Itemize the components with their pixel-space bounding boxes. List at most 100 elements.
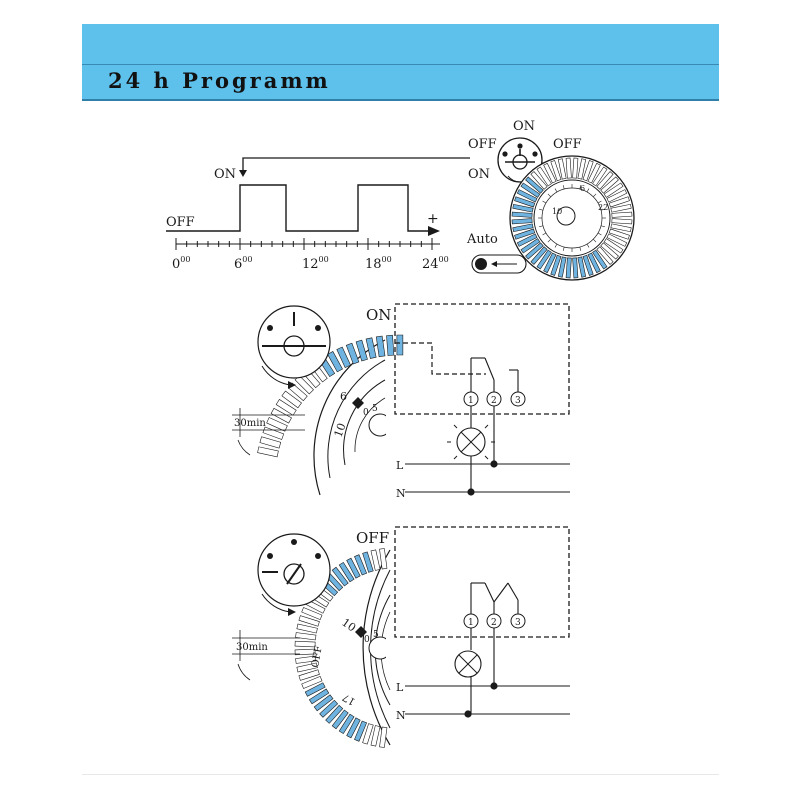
dial-segment <box>379 726 388 748</box>
dial-segment <box>596 171 614 190</box>
dial-segment <box>572 157 579 179</box>
dial-segment <box>592 166 608 187</box>
dial-segment <box>577 158 587 180</box>
dial-off-arc-label: OFF <box>310 645 325 669</box>
dial-segment <box>338 713 355 735</box>
dial-tick <box>593 193 597 197</box>
auto-switch: Auto <box>466 232 527 274</box>
dial-segment <box>298 669 320 681</box>
dial-segment <box>259 436 282 449</box>
dial-on-number-10: 10 <box>332 421 349 439</box>
dial-segment <box>346 717 361 739</box>
dial-tick <box>547 193 551 197</box>
dial-segment <box>596 246 614 265</box>
dial-segment <box>582 160 594 182</box>
dial-tick <box>586 188 590 193</box>
line-label-off: L <box>396 681 404 694</box>
dial-segment <box>572 257 579 279</box>
dial-segment <box>266 417 288 432</box>
dial-segment <box>346 557 361 579</box>
dial-segment <box>550 160 562 182</box>
tick-label-24: 2400 <box>422 255 449 272</box>
dial-segment <box>331 566 349 587</box>
dial-segment <box>512 203 534 213</box>
dial-segment <box>327 351 343 373</box>
switch-off-right-label: OFF <box>553 137 582 152</box>
dial-segment <box>298 615 320 627</box>
switch-on-left-label: ON <box>468 167 490 182</box>
line-label-on: L <box>396 459 404 472</box>
interval-label-on: 30min <box>234 418 266 429</box>
dial-segment <box>296 623 318 634</box>
neutral-label-off: N <box>396 709 406 722</box>
dial-tick <box>579 185 582 190</box>
on-arrow-head <box>239 170 247 177</box>
dial-segment <box>294 640 316 648</box>
auto-label: Auto <box>466 232 498 247</box>
tick-label-0: 000 <box>172 255 190 272</box>
dial-tick <box>542 200 547 204</box>
dial-segment <box>592 249 608 270</box>
dial-tick <box>597 200 602 204</box>
dial-segment <box>375 335 386 358</box>
dial-segment <box>536 166 552 187</box>
dial-segment <box>543 162 557 184</box>
terminal-on-3: 3 <box>515 396 521 406</box>
interval-label-off: 30min <box>236 642 268 653</box>
dial-segment <box>610 223 632 233</box>
dial-segment <box>536 249 552 270</box>
dial-segment <box>565 257 572 279</box>
dial-segment <box>587 162 601 184</box>
dial-tick <box>539 225 544 228</box>
dial-segment <box>257 446 279 458</box>
dial-segment <box>520 238 541 254</box>
state-label-on: ON <box>366 306 391 324</box>
terminal-on-2: 2 <box>491 396 497 406</box>
dial-segment <box>301 675 323 689</box>
timeline-chart: ON OFF + 000 600 1200 1800 2400 <box>166 157 470 272</box>
dial-segment <box>370 725 381 747</box>
dial-segment <box>365 337 377 359</box>
dial-tick <box>562 246 565 251</box>
dial-tick <box>554 188 558 193</box>
dial-segment <box>516 233 538 247</box>
neutral-label-on: N <box>396 487 406 500</box>
dial-segment <box>325 704 344 724</box>
dial-segment <box>611 211 633 218</box>
dial-segment <box>294 648 316 656</box>
dial-segment <box>511 218 533 225</box>
dial-segments-off <box>294 548 388 748</box>
header-banner: 24 h Programm <box>82 24 719 101</box>
dial-minor-ticks <box>538 184 606 252</box>
dial-segment <box>304 682 326 697</box>
dial-segment <box>608 228 630 240</box>
dial-tick <box>539 208 544 211</box>
terminal-on-1: 1 <box>468 396 474 406</box>
dial-tick <box>597 232 602 236</box>
dial-segment <box>295 655 317 664</box>
dial-number-22: 22 <box>598 203 608 212</box>
tick-label-12: 1200 <box>302 255 329 272</box>
dial-segment <box>608 196 630 208</box>
dial-segment <box>603 182 624 198</box>
dial-segment <box>313 694 334 712</box>
dial-segments-on <box>257 334 404 458</box>
dial-segment <box>611 218 633 225</box>
dial-tick <box>554 243 558 248</box>
dial-segments <box>511 157 633 279</box>
dial-segment <box>577 256 587 278</box>
switch-on-label: ON <box>513 119 535 134</box>
dial-segment <box>530 246 548 265</box>
on-connector-line <box>242 157 470 172</box>
timeline-off-label: OFF <box>166 215 195 230</box>
terminal-off-2: 2 <box>491 618 497 628</box>
dial-tick <box>542 232 547 236</box>
dial-segment <box>295 632 317 641</box>
dial-segment <box>606 189 628 203</box>
dial-segment <box>582 254 594 276</box>
dial-segment <box>543 252 557 274</box>
dial-off-number-5: 5 <box>373 630 379 640</box>
dial-segment <box>565 157 572 179</box>
dial-segment <box>520 182 541 198</box>
dial-segment <box>396 334 404 356</box>
